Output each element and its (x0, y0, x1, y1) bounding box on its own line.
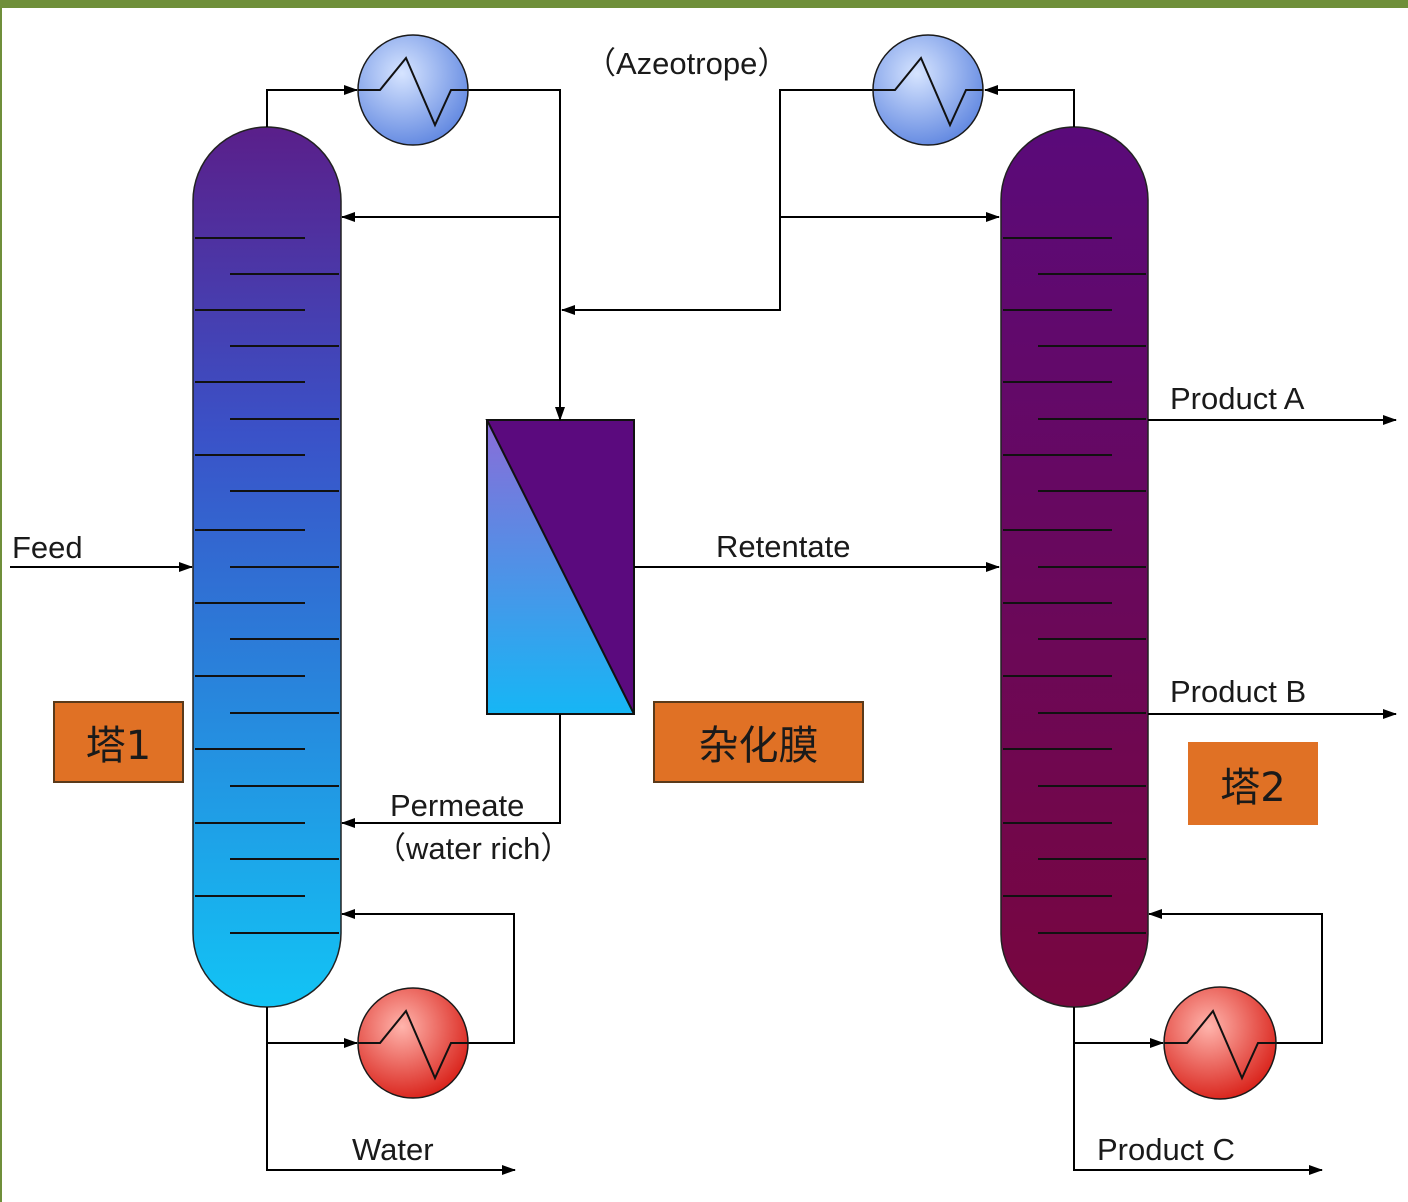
tower-2-tag: 塔2 (1188, 742, 1318, 825)
feed-label: Feed (12, 530, 83, 565)
column-1-trays (195, 237, 339, 934)
condenser-1-icon (357, 34, 469, 146)
tower-1-tag: 塔1 (53, 701, 184, 783)
distillation-column-2 (1000, 126, 1149, 1008)
distillation-column-1 (192, 126, 342, 1008)
membrane-tag: 杂化膜 (653, 701, 864, 783)
product-c-label: Product C (1097, 1132, 1235, 1167)
product-b-label: Product B (1170, 674, 1306, 709)
azeotrope-label: （Azeotrope） (585, 46, 788, 81)
reboiler-2-icon (1163, 986, 1277, 1100)
reboiler2-return-line (1148, 909, 1323, 1044)
condenser-2-icon (872, 34, 984, 146)
condenser1-outlet-line (468, 89, 565, 421)
product-c-outlet-line (1073, 1043, 1323, 1175)
water-outlet-line (266, 1043, 516, 1175)
tower1-overhead-line (266, 85, 358, 127)
flow-lines (10, 85, 1397, 1175)
retentate-label: Retentate (716, 529, 850, 564)
water-rich-label: （water rich） (375, 831, 571, 866)
condenser2-outlet-line (561, 89, 873, 315)
tower1-bottoms-line (266, 1007, 358, 1048)
water-label: Water (352, 1132, 434, 1167)
permeate-label: Permeate (390, 788, 524, 823)
column-2-trays (1003, 237, 1146, 934)
reboiler1-return-line (341, 909, 515, 1044)
tower2-bottoms-line (1073, 1007, 1164, 1048)
product-a-label: Product A (1170, 381, 1305, 416)
reboiler-1-icon (357, 987, 469, 1099)
permeate-line (341, 714, 561, 828)
tower2-overhead-line (984, 85, 1075, 127)
membrane-module (485, 419, 635, 715)
